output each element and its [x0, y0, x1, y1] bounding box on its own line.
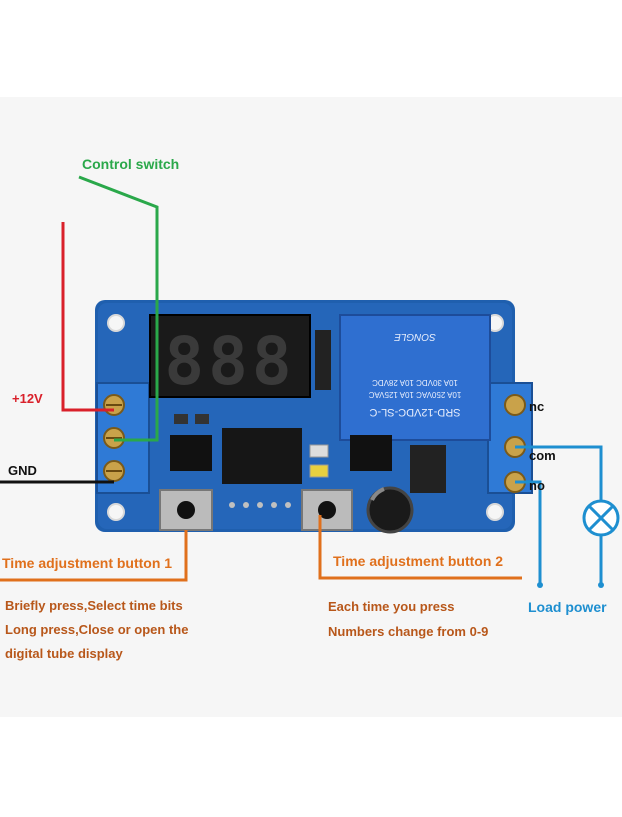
- button-2-desc-line-1: Each time you press: [328, 599, 455, 614]
- button-1-desc-line-3: digital tube display: [5, 646, 123, 661]
- wire-load-com: [515, 445, 603, 585]
- wire-control-switch: [78, 175, 159, 442]
- lamp-icon: [582, 499, 620, 537]
- label-control-switch: Control switch: [82, 156, 180, 172]
- button-1-desc-line-1: Briefly press,Select time bits: [5, 598, 183, 613]
- button-2-desc-line-2: Numbers change from 0-9: [328, 624, 489, 639]
- label-button-1: Time adjustment button 1: [2, 555, 173, 571]
- wire-plus12v: [61, 222, 114, 412]
- display-digits: 888: [164, 323, 295, 400]
- relay: [339, 314, 491, 441]
- wire-load-no: [515, 480, 542, 585]
- chip-left: [170, 435, 212, 471]
- label-plus12v: +12V: [12, 391, 43, 406]
- wire-button-2: [318, 515, 522, 580]
- chip-main: [222, 428, 302, 484]
- svg-text:SONGLE: SONGLE: [394, 331, 436, 342]
- label-no: no: [529, 478, 545, 493]
- mount-hole-bl: [107, 503, 125, 521]
- mount-hole-tl: [107, 314, 125, 332]
- label-button-2: Time adjustment button 2: [333, 553, 504, 569]
- label-load-power: Load power: [528, 599, 607, 615]
- label-nc: nc: [529, 399, 545, 414]
- mount-hole-br: [486, 503, 504, 521]
- capacitor: [366, 486, 414, 534]
- chip-right: [350, 435, 392, 471]
- button-1-desc-line-2: Long press,Close or open the: [5, 622, 189, 637]
- svg-text:10A 250VAC 10A 125VAC: 10A 250VAC 10A 125VAC: [368, 390, 461, 399]
- label-gnd: GND: [8, 463, 37, 478]
- label-com: com: [529, 448, 556, 463]
- digital-tube-display: [149, 314, 311, 398]
- transistor: [410, 445, 446, 493]
- relay-model-text: SRD-12VDC-SL-C: [369, 406, 460, 418]
- svg-text:10A 30VDC 10A 28VDC: 10A 30VDC 10A 28VDC: [372, 378, 458, 387]
- wire-button-1: [0, 530, 188, 582]
